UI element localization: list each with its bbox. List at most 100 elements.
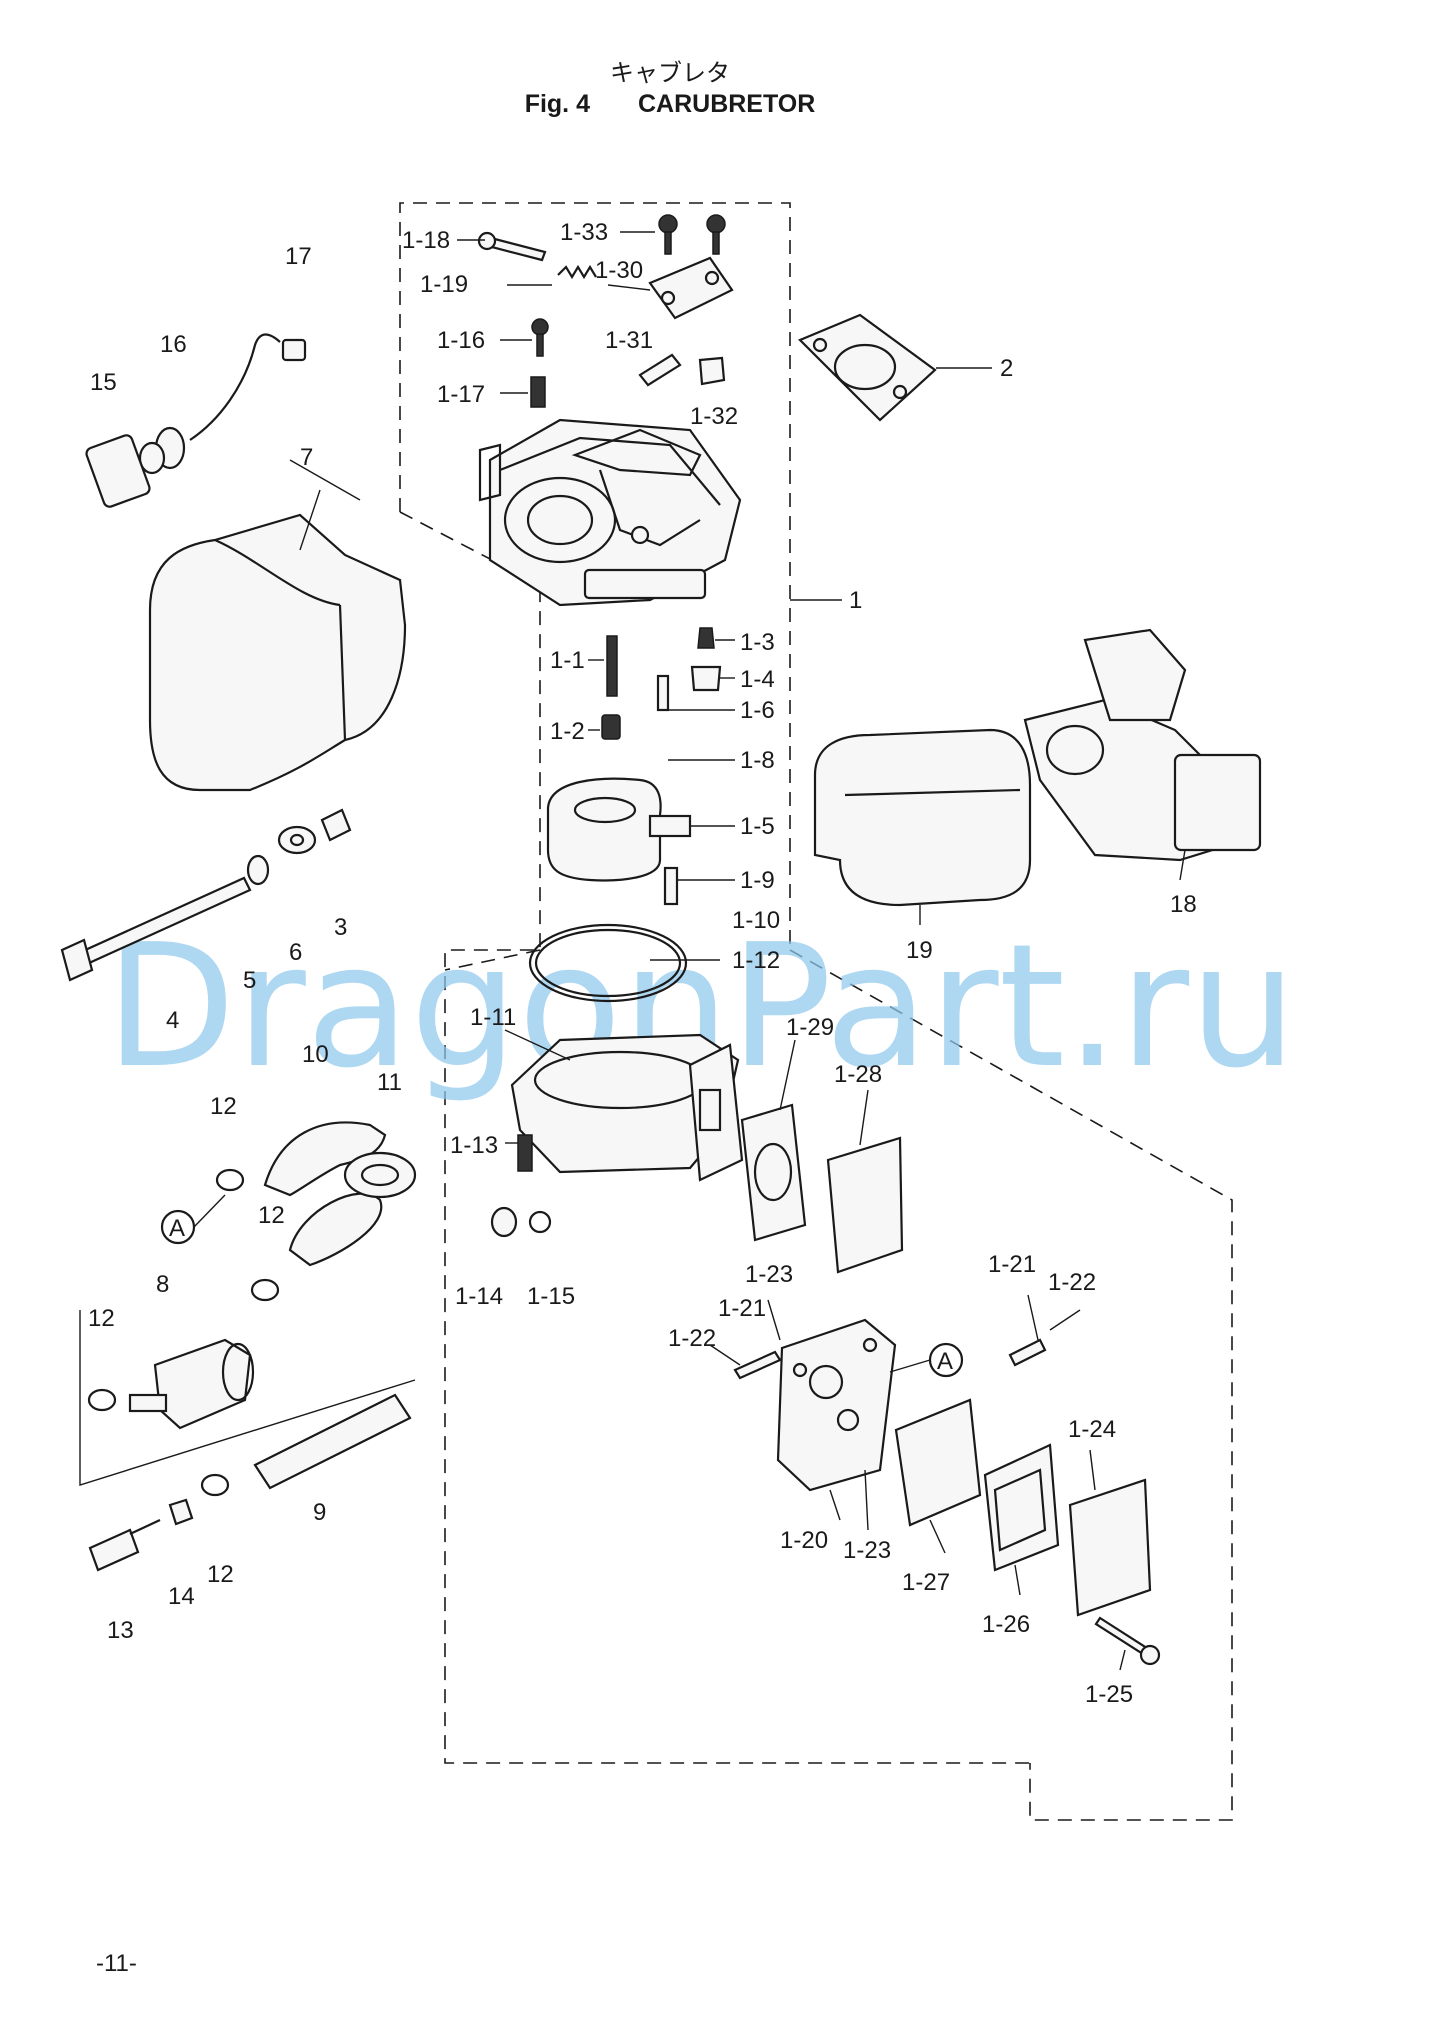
clip-frame-lines-drawing (79, 1310, 416, 1486)
hose-10-drawing (263, 1121, 387, 1267)
plate-1-30-drawing (648, 256, 734, 320)
callout-1-22-left: 1-22 (668, 1325, 716, 1352)
assembly-boundary-lines (399, 202, 1233, 1821)
callout-1-10: 1-10 (732, 907, 780, 934)
screw-1-17-drawing (530, 376, 546, 408)
assembled-carburetor-18-drawing (1023, 628, 1262, 862)
callout-1-28: 1-28 (834, 1061, 882, 1088)
callout-12-upper: 12 (210, 1093, 237, 1120)
screw-1-18-drawing (477, 231, 547, 262)
callout-1-4: 1-4 (740, 666, 775, 693)
callout-18: 18 (1170, 891, 1197, 918)
callout-1-25: 1-25 (1085, 1681, 1133, 1708)
plug-1-14-1-15-drawing (490, 1206, 552, 1238)
callout-1-15: 1-15 (527, 1283, 575, 1310)
callout-1-21-left: 1-21 (718, 1295, 766, 1322)
callout-1-30: 1-30 (595, 257, 643, 284)
fuel-filter-8-drawing (128, 1338, 255, 1430)
callout-1-16: 1-16 (437, 327, 485, 354)
callout-1-31: 1-31 (605, 327, 653, 354)
callout-1-26: 1-26 (982, 1611, 1030, 1638)
page-number: -11- (96, 1950, 137, 1977)
diaphragm-1-28-drawing (826, 1136, 904, 1274)
screw-1-13-drawing (517, 1134, 533, 1172)
clips-12-drawing (87, 1168, 280, 1497)
main-jet-1-1-drawing (606, 635, 618, 697)
callout-14: 14 (168, 1583, 195, 1610)
callout-7: 7 (300, 444, 313, 471)
callout-1-9: 1-9 (740, 867, 775, 894)
callout-1-6: 1-6 (740, 697, 775, 724)
spring-1-19-drawing (557, 264, 597, 280)
callout-1-14: 1-14 (455, 1283, 503, 1310)
callout-13: 13 (107, 1617, 134, 1644)
air-silencer-7-drawing (148, 513, 407, 792)
pin-1-9-drawing (663, 866, 679, 906)
callout-6: 6 (289, 939, 302, 966)
grommet-11-drawing (343, 1151, 417, 1199)
pump-gaskets-drawing (894, 1398, 1152, 1617)
callout-12-lower: 12 (207, 1561, 234, 1588)
jet-1-2-drawing (601, 714, 621, 740)
callout-1-23-top: 1-23 (745, 1261, 793, 1288)
callout-12-middle: 12 (258, 1202, 285, 1229)
callout-9: 9 (313, 1499, 326, 1526)
float-bowl-1-11-drawing (510, 1033, 744, 1182)
check-valves-1-21-drawing (733, 1338, 1047, 1380)
callout-1-18: 1-18 (402, 227, 450, 254)
callout-1-24: 1-24 (1068, 1416, 1116, 1443)
callout-1-21-right: 1-21 (988, 1251, 1036, 1278)
cap-1-32-drawing (698, 356, 726, 386)
callout-19: 19 (906, 937, 933, 964)
gasket-2-drawing (798, 313, 937, 422)
nut-14-drawing (168, 1498, 194, 1526)
float-1-5-drawing (546, 777, 692, 882)
screw-1-25-drawing (1094, 1616, 1161, 1666)
callout-1-17: 1-17 (437, 381, 485, 408)
callout-8: 8 (156, 1271, 169, 1298)
needle-1-6-drawing (656, 674, 670, 712)
fuel-pump-1-20-drawing (776, 1318, 897, 1492)
figure-title: Fig. 4 CARUBRETOR (0, 88, 1340, 120)
carburetor-body-drawing (478, 418, 742, 607)
callout-1-1: 1-1 (550, 647, 585, 674)
hose-9-drawing (253, 1393, 412, 1490)
callout-1-22-right: 1-22 (1048, 1269, 1096, 1296)
callout-labels: 1-18 1-33 1-19 1-30 1-16 1-31 1-17 1-32 … (88, 219, 1197, 1708)
screw-1-16-drawing (531, 318, 549, 357)
figure-title-english: CARUBRETOR (637, 90, 816, 118)
callout-5: 5 (243, 967, 256, 994)
callout-4: 4 (166, 1007, 179, 1034)
callout-1-2: 1-2 (550, 718, 585, 745)
callout-1: 1 (849, 587, 862, 614)
callout-1-27: 1-27 (902, 1569, 950, 1596)
callout-11: 11 (377, 1069, 402, 1096)
title-japanese: キャブレタ (610, 59, 730, 87)
callout-1-12: 1-12 (732, 947, 780, 974)
callout-1-33: 1-33 (560, 219, 608, 246)
callout-1-8: 1-8 (740, 747, 775, 774)
callout-17: 17 (285, 243, 312, 270)
figure-number: Fig. 4 (524, 90, 590, 118)
o-ring-1-12-drawing (528, 923, 688, 1003)
leader-lines (289, 231, 1186, 1671)
callout-1-32: 1-32 (690, 403, 738, 430)
callout-1-13: 1-13 (450, 1132, 498, 1159)
callout-1-19: 1-19 (420, 271, 468, 298)
choke-cable-drawing (85, 333, 307, 508)
screw-1-33-drawing (658, 214, 726, 255)
fitting-13-drawing (88, 1519, 161, 1572)
callout-1-23-bottom: 1-23 (843, 1537, 891, 1564)
callout-1-5: 1-5 (740, 813, 775, 840)
page-header: キャブレタ Fig. 4 CARUBRETOR (0, 58, 1340, 120)
callout-3: 3 (334, 914, 347, 941)
air-silencer-19-drawing (813, 728, 1032, 907)
callout-10: 10 (302, 1041, 329, 1068)
callout-12-left: 12 (88, 1305, 115, 1332)
callout-2: 2 (1000, 355, 1013, 382)
callout-1-3: 1-3 (740, 629, 775, 656)
marker-a-right-text: A (937, 1348, 953, 1375)
callout-16: 16 (160, 331, 187, 358)
callout-1-11: 1-11 (470, 1004, 516, 1031)
